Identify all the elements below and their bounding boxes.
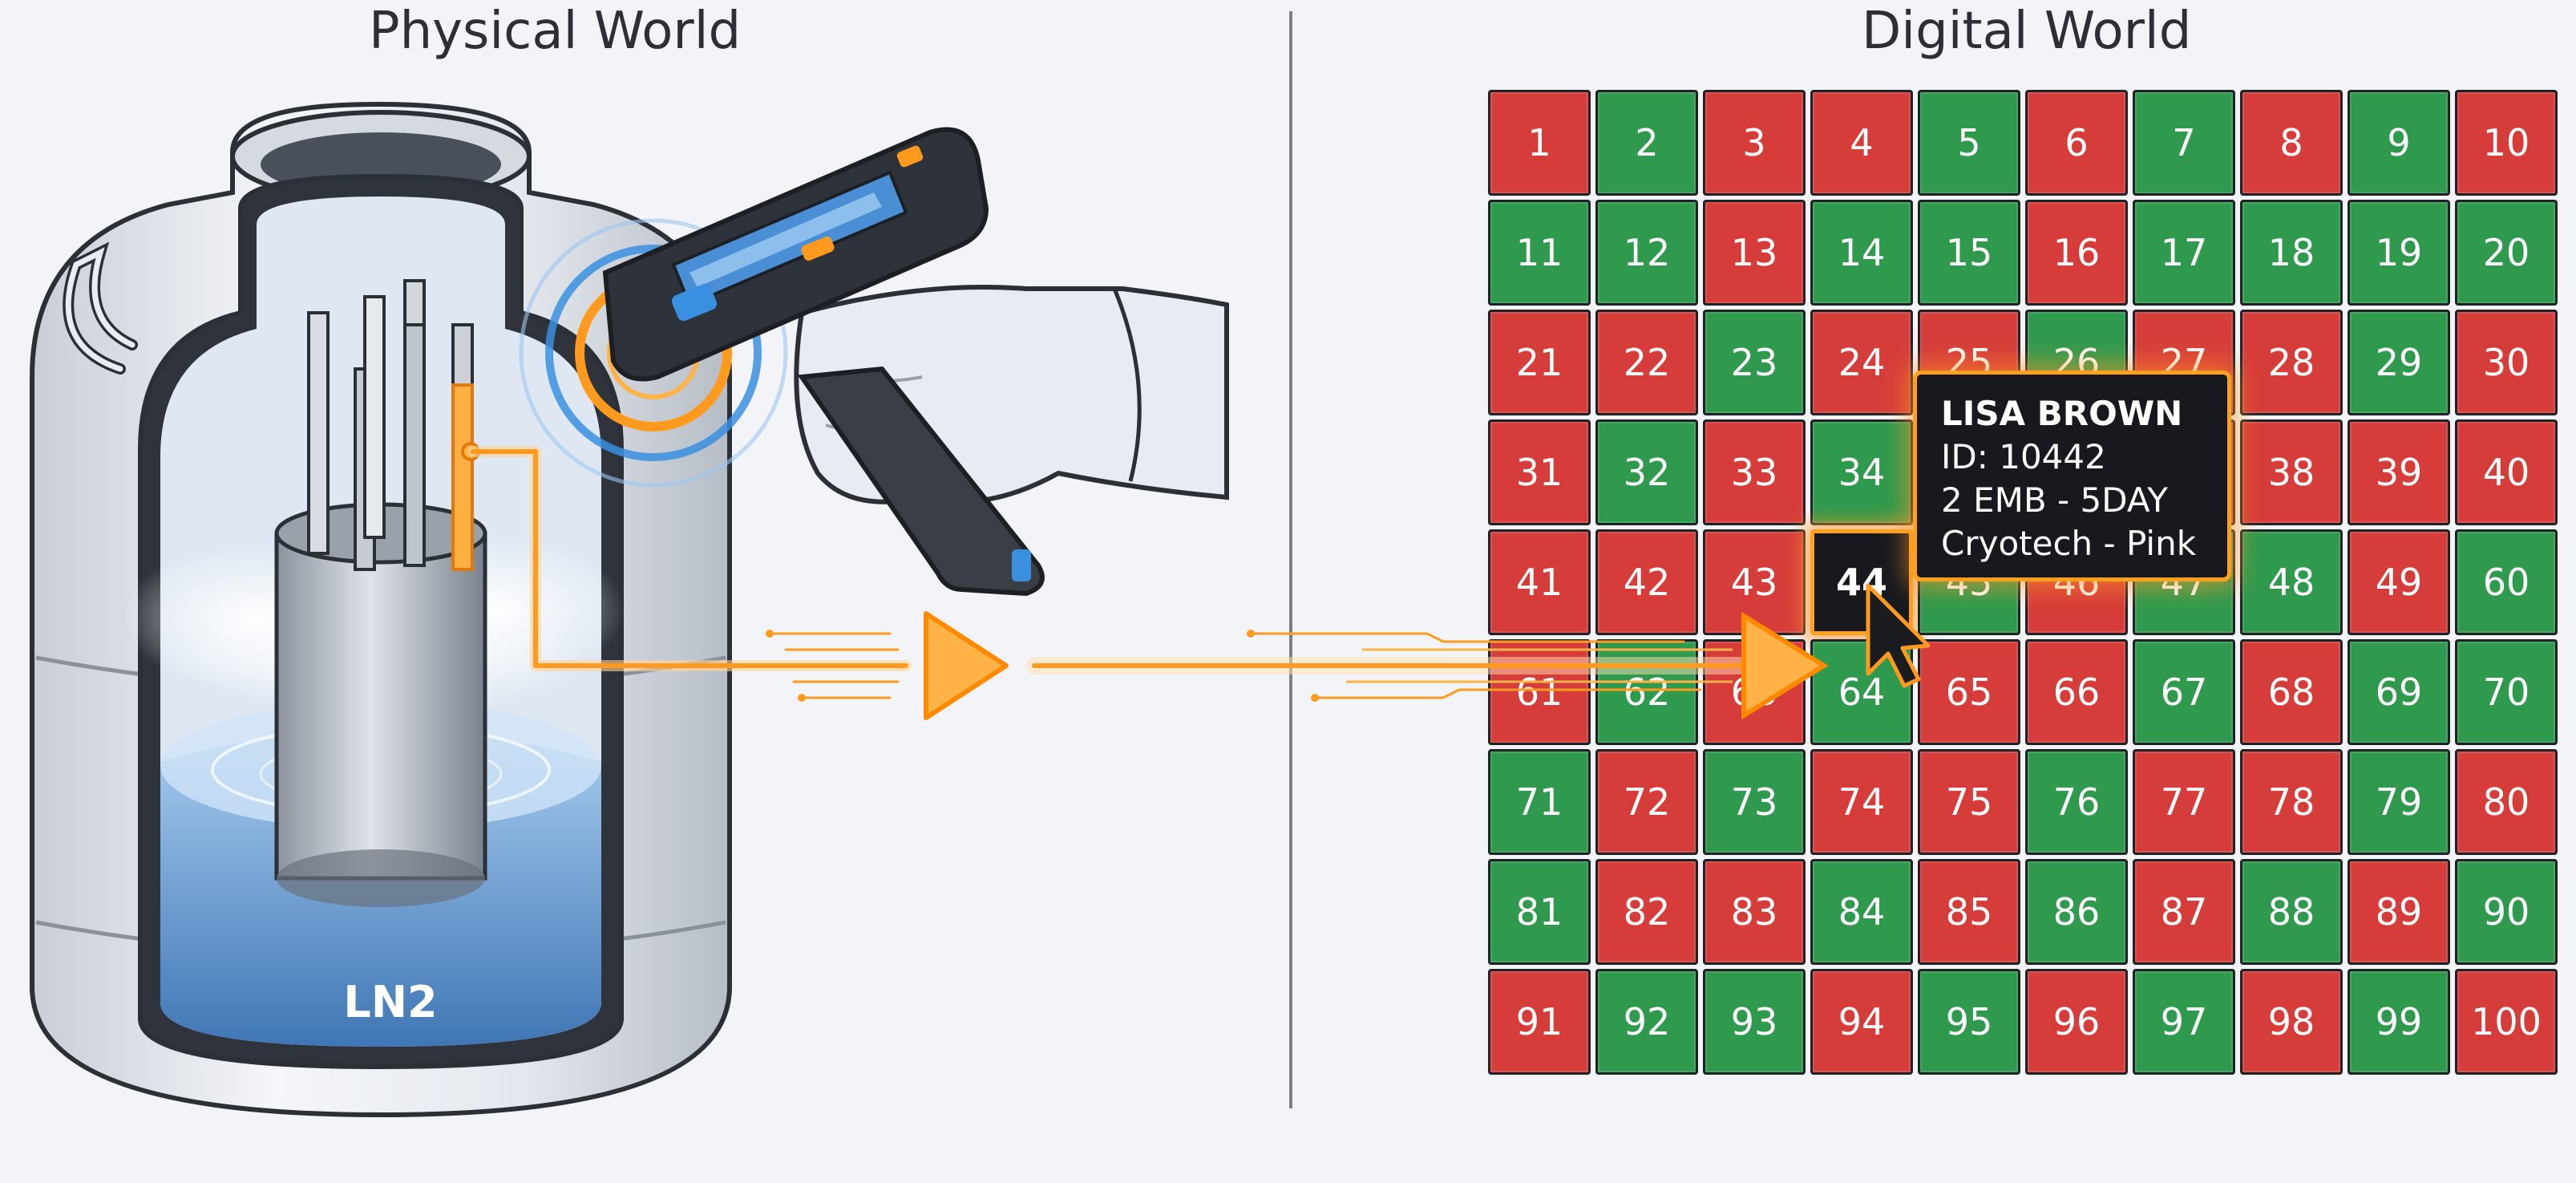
grid-cell[interactable]: 20 xyxy=(2455,200,2558,306)
grid-cell[interactable]: 93 xyxy=(1703,969,1806,1075)
grid-cell[interactable]: 33 xyxy=(1703,419,1806,525)
grid-cell[interactable]: 63 xyxy=(1703,639,1806,745)
grid-cell[interactable]: 9 xyxy=(2348,90,2450,196)
grid-cell[interactable]: 61 xyxy=(1488,639,1591,745)
grid-cell[interactable]: 1 xyxy=(1488,90,1591,196)
grid-cell[interactable]: 69 xyxy=(2348,639,2450,745)
grid-cell[interactable]: 75 xyxy=(1918,749,2020,855)
grid-cell[interactable]: 32 xyxy=(1595,419,1698,525)
grid-cell[interactable]: 66 xyxy=(2025,639,2128,745)
grid-cell[interactable]: 89 xyxy=(2348,859,2450,965)
grid-cell[interactable]: 15 xyxy=(1918,200,2020,306)
physical-world-illustration: LN2 xyxy=(0,0,1275,1183)
ln2-label: LN2 xyxy=(343,977,437,1027)
grid-cell[interactable]: 3 xyxy=(1703,90,1806,196)
grid-cell[interactable]: 82 xyxy=(1595,859,1698,965)
grid-cell[interactable]: 87 xyxy=(2133,859,2235,965)
grid-cell[interactable]: 43 xyxy=(1703,529,1806,635)
grid-cell[interactable]: 7 xyxy=(2133,90,2235,196)
grid-cell[interactable]: 23 xyxy=(1703,310,1806,415)
grid-cell[interactable]: 95 xyxy=(1918,969,2020,1075)
grid-cell[interactable]: 79 xyxy=(2348,749,2450,855)
grid-cell[interactable]: 40 xyxy=(2455,419,2558,525)
grid-cell[interactable]: 29 xyxy=(2348,310,2450,415)
patient-id: ID: 10442 xyxy=(1941,436,2227,479)
grid-cell[interactable]: 2 xyxy=(1595,90,1698,196)
grid-cell[interactable]: 92 xyxy=(1595,969,1698,1075)
grid-cell[interactable]: 18 xyxy=(2240,200,2343,306)
grid-cell[interactable]: 85 xyxy=(1918,859,2020,965)
grid-cell[interactable]: 77 xyxy=(2133,749,2235,855)
grid-cell[interactable]: 97 xyxy=(2133,969,2235,1075)
grid-cell[interactable]: 83 xyxy=(1703,859,1806,965)
grid-cell[interactable]: 49 xyxy=(2348,529,2450,635)
grid-cell[interactable]: 74 xyxy=(1810,749,1913,855)
grid-cell[interactable]: 16 xyxy=(2025,200,2128,306)
grid-cell[interactable]: 31 xyxy=(1488,419,1591,525)
device-tag: Cryotech - Pink xyxy=(1941,522,2227,565)
grid-cell[interactable]: 48 xyxy=(2240,529,2343,635)
grid-cell[interactable]: 4 xyxy=(1810,90,1913,196)
grid-cell[interactable]: 80 xyxy=(2455,749,2558,855)
specimen-detail: 2 EMB - 5DAY xyxy=(1941,479,2227,522)
grid-cell[interactable]: 94 xyxy=(1810,969,1913,1075)
grid-cell[interactable]: 6 xyxy=(2025,90,2128,196)
grid-cell[interactable]: 96 xyxy=(2025,969,2128,1075)
grid-cell[interactable]: 71 xyxy=(1488,749,1591,855)
grid-cell[interactable]: 14 xyxy=(1810,200,1913,306)
grid-cell[interactable]: 41 xyxy=(1488,529,1591,635)
grid-cell[interactable]: 5 xyxy=(1918,90,2020,196)
grid-cell[interactable]: 90 xyxy=(2455,859,2558,965)
grid-cell[interactable]: 88 xyxy=(2240,859,2343,965)
grid-cell[interactable]: 34 xyxy=(1810,419,1913,525)
grid-cell[interactable]: 38 xyxy=(2240,419,2343,525)
grid-cell[interactable]: 70 xyxy=(2455,639,2558,745)
grid-cell[interactable]: 68 xyxy=(2240,639,2343,745)
grid-cell[interactable]: 8 xyxy=(2240,90,2343,196)
grid-cell[interactable]: 100 xyxy=(2455,969,2558,1075)
grid-cell[interactable]: 91 xyxy=(1488,969,1591,1075)
grid-cell[interactable]: 67 xyxy=(2133,639,2235,745)
grid-cell[interactable]: 76 xyxy=(2025,749,2128,855)
panel-divider xyxy=(1289,11,1292,1108)
grid-cell[interactable]: 12 xyxy=(1595,200,1698,306)
grid-cell[interactable]: 13 xyxy=(1703,200,1806,306)
patient-name: LISA BROWN xyxy=(1941,392,2227,436)
grid-cell[interactable]: 11 xyxy=(1488,200,1591,306)
grid-cell[interactable]: 64 xyxy=(1810,639,1913,745)
grid-cell[interactable]: 10 xyxy=(2455,90,2558,196)
grid-cell[interactable]: 17 xyxy=(2133,200,2235,306)
grid-cell[interactable]: 86 xyxy=(2025,859,2128,965)
grid-cell-selected[interactable]: 44 xyxy=(1810,529,1913,635)
digital-world-title: Digital World xyxy=(1862,0,2191,63)
grid-cell[interactable]: 21 xyxy=(1488,310,1591,415)
grid-cell[interactable]: 22 xyxy=(1595,310,1698,415)
patient-info-tooltip: LISA BROWN ID: 10442 2 EMB - 5DAY Cryote… xyxy=(1913,371,2231,581)
grid-cell[interactable]: 78 xyxy=(2240,749,2343,855)
grid-cell[interactable]: 81 xyxy=(1488,859,1591,965)
grid-cell[interactable]: 19 xyxy=(2348,200,2450,306)
grid-cell[interactable]: 72 xyxy=(1595,749,1698,855)
grid-cell[interactable]: 28 xyxy=(2240,310,2343,415)
grid-cell[interactable]: 98 xyxy=(2240,969,2343,1075)
grid-cell[interactable]: 65 xyxy=(1918,639,2020,745)
grid-cell[interactable]: 30 xyxy=(2455,310,2558,415)
grid-cell[interactable]: 39 xyxy=(2348,419,2450,525)
grid-cell[interactable]: 24 xyxy=(1810,310,1913,415)
grid-cell[interactable]: 99 xyxy=(2348,969,2450,1075)
grid-cell[interactable]: 62 xyxy=(1595,639,1698,745)
grid-cell[interactable]: 42 xyxy=(1595,529,1698,635)
grid-cell[interactable]: 60 xyxy=(2455,529,2558,635)
grid-cell[interactable]: 84 xyxy=(1810,859,1913,965)
grid-cell[interactable]: 73 xyxy=(1703,749,1806,855)
